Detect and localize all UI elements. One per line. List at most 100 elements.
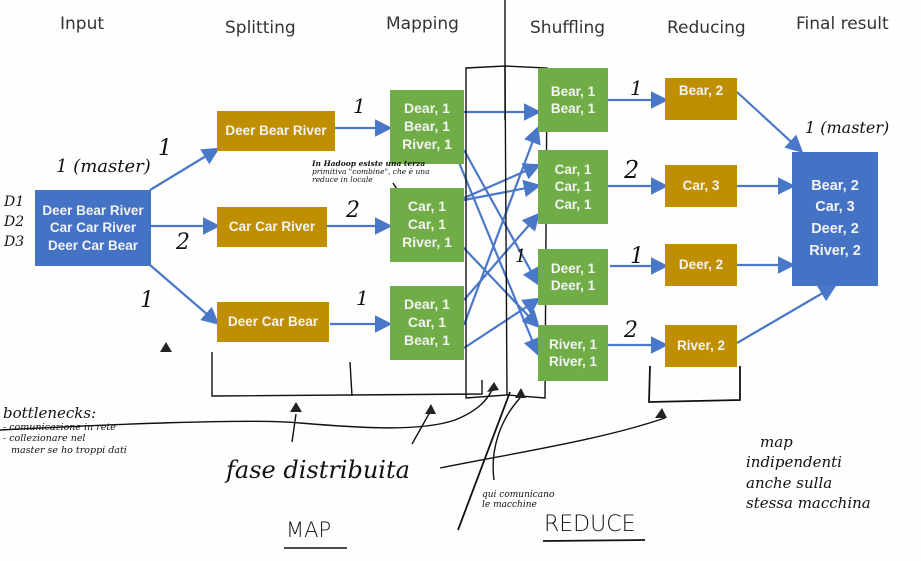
reduce-box: Deer, 2 xyxy=(665,244,737,286)
note-line: stessa macchina xyxy=(746,493,871,512)
arrow-input-split-3 xyxy=(149,264,220,325)
note-line: le macchine xyxy=(482,500,537,511)
split-box: Car Car River xyxy=(217,207,327,247)
reduce-label: Bear, 2 xyxy=(678,83,724,98)
note-line: reduce in locale xyxy=(312,174,373,184)
dataset-label: D3 xyxy=(4,234,25,250)
shuffle-pair: Car, 1 xyxy=(554,196,592,212)
split-label: Car Car River xyxy=(228,219,316,235)
header-reducing: Reducing xyxy=(667,18,746,38)
arrow-shuffle-7 xyxy=(463,212,540,301)
pointer-reduce-curve xyxy=(439,417,666,469)
shuffle-box: Deer, 1 Deer, 1 xyxy=(538,249,608,305)
note-line: primitiva "combine", che è una xyxy=(312,166,430,176)
header-mapping: Mapping xyxy=(386,14,459,34)
shuffle-box: Bear, 1 Bear, 1 xyxy=(538,68,608,132)
bottlenecks-note: bottlenecks: - comunicazione in rete - c… xyxy=(3,404,127,456)
reduce-split-line xyxy=(457,391,511,531)
map-pair: Bear, 1 xyxy=(404,331,450,348)
shuffle-count: 2 xyxy=(624,156,640,184)
pointer-map-2 xyxy=(411,411,431,445)
input-line: Deer Car Bear xyxy=(47,237,139,253)
reduce-box: River, 2 xyxy=(665,325,737,367)
reduce-phase-label: REDUCE xyxy=(544,512,636,537)
hadoop-combine-note: In Hadoop esiste una terza primitiva "co… xyxy=(312,160,430,184)
reduce-underline xyxy=(542,539,646,542)
shuffle-pair: Deer, 1 xyxy=(550,260,596,276)
map-pair: River, 1 xyxy=(402,233,452,250)
map-pair: Car, 1 xyxy=(407,198,447,215)
shuffle-pair: Car, 1 xyxy=(554,162,592,178)
shuffle-pair: River, 1 xyxy=(548,354,598,369)
reduce-bracket xyxy=(648,365,741,403)
split-label: Deer Bear River xyxy=(225,123,327,139)
header-final-result: Final result xyxy=(796,14,889,34)
shuffle-mid-count: 1 xyxy=(515,246,527,267)
header-shuffling: Shuffling xyxy=(530,18,606,38)
arrow-shuffle-5 xyxy=(463,179,542,202)
input-line: Car Car River xyxy=(49,220,137,236)
map-count: 2 xyxy=(346,198,360,223)
arrow-shuffle-2 xyxy=(463,149,540,286)
arrowhead-shuffle-icon xyxy=(487,382,499,392)
reduce-label: Deer, 2 xyxy=(678,257,724,273)
distributed-phase-curve xyxy=(0,389,493,431)
master-left-note: 1 (master) xyxy=(56,156,151,177)
machines-communicate-note: qui comunicano le macchine xyxy=(482,490,554,511)
split-box: Deer Car Bear xyxy=(217,302,329,342)
map-count: 1 xyxy=(353,94,366,118)
shuffle-count: 1 xyxy=(630,244,644,269)
map-bracket-tick xyxy=(349,361,353,397)
note-line: map xyxy=(760,433,793,451)
shuffle-count: 2 xyxy=(624,318,638,343)
map-independent-note: map indipendenti anche sulla stessa macc… xyxy=(746,432,871,513)
reduce-label: River, 2 xyxy=(676,338,726,354)
map-box: Dear, 1 Car, 1 Bear, 1 xyxy=(390,286,464,360)
arrowhead-input-icon xyxy=(160,342,172,352)
reduce-box: Car, 3 xyxy=(665,165,737,207)
map-pair: Car, 1 xyxy=(407,314,447,331)
map-box: Dear, 1 Bear, 1 River, 1 xyxy=(390,90,464,164)
split-count: 1 xyxy=(140,288,154,313)
header-input: Input xyxy=(60,14,105,34)
note-line: qui comunicano xyxy=(482,490,555,500)
arrow-final-1 xyxy=(736,91,804,153)
shuffle-region-outline-2 xyxy=(504,65,548,399)
map-pair: Bear, 1 xyxy=(404,118,450,135)
header-splitting: Splitting xyxy=(225,18,296,38)
arrow-shuffle-8 xyxy=(462,125,541,326)
arrowhead-reduce-icon xyxy=(655,408,667,418)
map-pair: River, 1 xyxy=(402,135,452,152)
arrowhead-map-2-icon xyxy=(425,404,436,414)
note-line: indipendenti xyxy=(746,453,842,472)
final-pair: River, 2 xyxy=(809,242,861,259)
final-pair: Deer, 2 xyxy=(811,221,859,237)
shuffle-count: 1 xyxy=(630,76,643,100)
arrowhead-shuffle-2-icon xyxy=(515,388,526,398)
note-line: In Hadoop esiste una terza xyxy=(312,159,426,168)
map-count: 1 xyxy=(356,286,369,310)
shuffle-pair: Bear, 1 xyxy=(550,101,596,116)
bottlenecks-title: bottlenecks: xyxy=(3,404,97,422)
split-count: 2 xyxy=(176,230,190,255)
final-pair: Car, 3 xyxy=(815,199,855,216)
arrow-input-split-1 xyxy=(149,147,220,191)
arrow-shuffle-9 xyxy=(463,297,541,349)
arrowhead-map-1-icon xyxy=(290,402,302,412)
dataset-label: D2 xyxy=(4,214,25,230)
shuffle-box: River, 1 River, 1 xyxy=(538,325,608,381)
split-count: 1 xyxy=(158,136,172,161)
bottleneck-item: - comunicazione in rete xyxy=(3,422,116,433)
map-phase-label: MAP xyxy=(286,518,332,542)
final-pair: Bear, 2 xyxy=(811,177,859,194)
shuffle-pair: Deer, 1 xyxy=(550,278,596,293)
shuffle-pair: Car, 1 xyxy=(554,179,592,195)
input-line: Deer Bear River xyxy=(42,203,144,219)
distributed-phase-label: fase distribuita xyxy=(226,456,410,484)
bottleneck-item: - collezionare nel xyxy=(3,433,86,445)
reduce-label: Car, 3 xyxy=(682,178,720,194)
map-bracket xyxy=(211,352,483,397)
arrow-final-4 xyxy=(736,284,837,344)
